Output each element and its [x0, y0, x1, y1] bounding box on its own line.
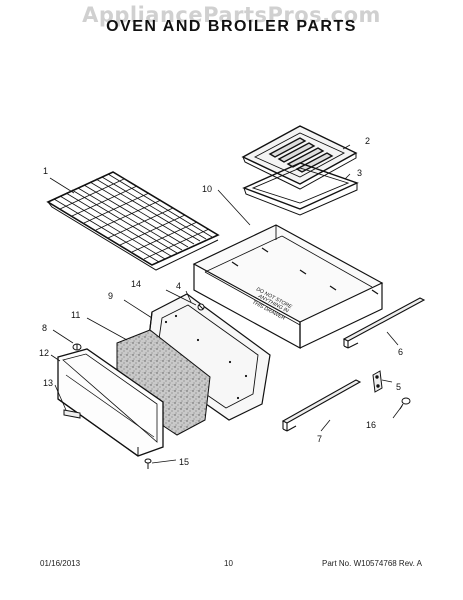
page-title: OVEN AND BROILER PARTS — [106, 18, 357, 35]
broiler-pan-grid — [241, 125, 358, 190]
leader-lines — [49, 144, 403, 464]
callout-3: 3 — [357, 168, 362, 178]
watermark: AppliancePartsPros.com — [82, 3, 381, 27]
callout-13: 13 — [43, 378, 53, 388]
callout-14: 14 — [131, 279, 141, 289]
oven-rack — [46, 171, 220, 271]
callout-11: 11 — [71, 310, 80, 320]
callout-10: 10 — [202, 184, 212, 194]
drawer-clip — [63, 409, 81, 419]
slide-bracket — [372, 370, 383, 393]
drawer-slide-upper — [342, 297, 426, 349]
footer-part-number: Part No. W10574768 Rev. A — [322, 559, 422, 568]
callout-4: 4 — [176, 281, 181, 291]
callout-8: 8 — [42, 323, 47, 333]
callout-15: 15 — [179, 457, 189, 467]
screw-part-14 — [197, 303, 205, 311]
drawer-bumper — [72, 343, 82, 351]
callout-1: 1 — [43, 166, 48, 176]
callout-2: 2 — [365, 136, 370, 146]
callout-6: 6 — [398, 347, 403, 357]
broiler-pan — [242, 162, 359, 216]
callout-12: 12 — [39, 348, 49, 358]
callout-7: 7 — [317, 434, 322, 444]
storage-drawer — [192, 224, 384, 350]
callout-9: 9 — [108, 291, 113, 301]
screw-part-16 — [399, 397, 411, 410]
drawer-slide-lower — [281, 379, 362, 432]
callout-16: 16 — [366, 420, 376, 430]
screw-part-15 — [144, 458, 152, 469]
drawer-front-panel — [57, 348, 164, 457]
footer-date: 01/16/2013 — [40, 559, 81, 568]
callout-5: 5 — [396, 382, 401, 392]
footer-page-number: 10 — [224, 559, 233, 568]
